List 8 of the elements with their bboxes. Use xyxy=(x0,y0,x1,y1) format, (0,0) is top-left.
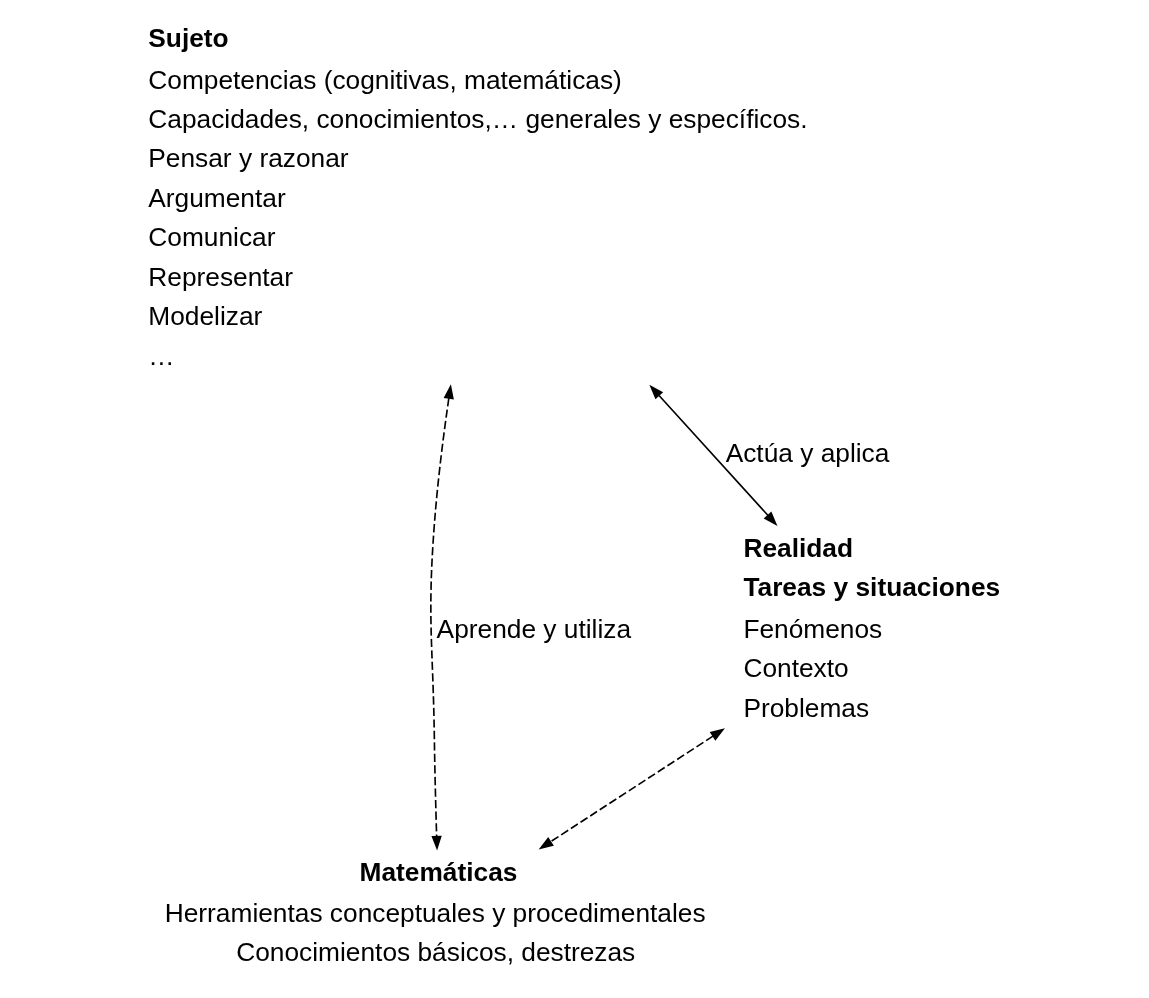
node-text: Realidad Tareas y situaciones Fenómenos Contexto Problemas xyxy=(743,533,1001,723)
node-text: Matemáticas Herramientas conceptuales y procedimentales Conocimientos básicos, destrezas xyxy=(164,856,706,968)
arrow xyxy=(430,384,454,851)
arrow xyxy=(538,728,725,850)
edge-label: Aprende y utiliza xyxy=(436,613,632,644)
node-text: Sujeto Competencias (cognitivas, matemáticas) Capacidades, conocimientos,… generales y específicos. Pensar y razonar Argumentar Comunicar Representar Modelizar … xyxy=(148,23,808,371)
arrow xyxy=(649,384,778,526)
edge-label: Actúa y aplica xyxy=(725,437,890,468)
